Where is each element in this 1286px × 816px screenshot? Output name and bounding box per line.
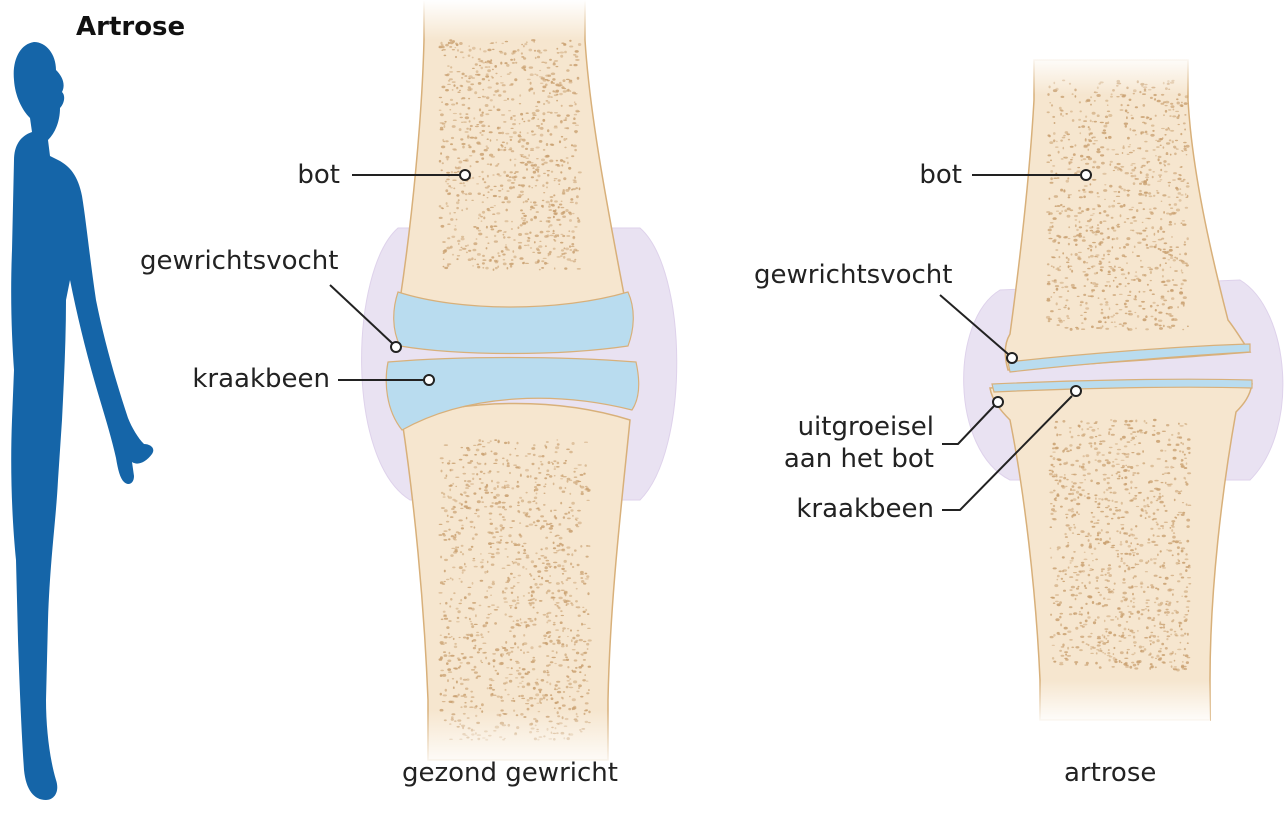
healthy-lower-bone (402, 404, 630, 761)
label-healthy-fluid: gewrichtsvocht (140, 246, 338, 276)
pointer-arthrosis-fluid (1007, 353, 1017, 363)
label-healthy-bone: bot (280, 160, 340, 190)
healthy-upper-bone (400, 0, 625, 314)
arthrosis-lower-bone (990, 382, 1252, 720)
pointer-healthy-bone (460, 170, 470, 180)
label-arthrosis-cartilage: kraakbeen (740, 494, 934, 524)
label-arthrosis-bone: bot (900, 160, 962, 190)
label-arthrosis-fluid: gewrichtsvocht (754, 260, 952, 290)
label-arthrosis-outgrowth-line1: uitgroeisel (740, 412, 934, 442)
caption-healthy: gezond gewricht (402, 758, 618, 788)
pointer-arthrosis-outgrowth (993, 397, 1003, 407)
human-silhouette (11, 42, 153, 800)
arthrosis-upper-bone (1005, 60, 1250, 370)
label-arthrosis-outgrowth-line2: aan het bot (740, 444, 934, 474)
pointer-arthrosis-cartilage (1071, 386, 1081, 396)
pointer-arthrosis-bone (1081, 170, 1091, 180)
label-healthy-cartilage: kraakbeen (170, 364, 330, 394)
pointer-healthy-cartilage (424, 375, 434, 385)
arthrosis-joint (964, 55, 1283, 725)
healthy-joint (362, 0, 677, 770)
diagram-title: Artrose (76, 12, 185, 42)
caption-arthrosis: artrose (1064, 758, 1156, 788)
pointer-healthy-fluid (391, 342, 401, 352)
